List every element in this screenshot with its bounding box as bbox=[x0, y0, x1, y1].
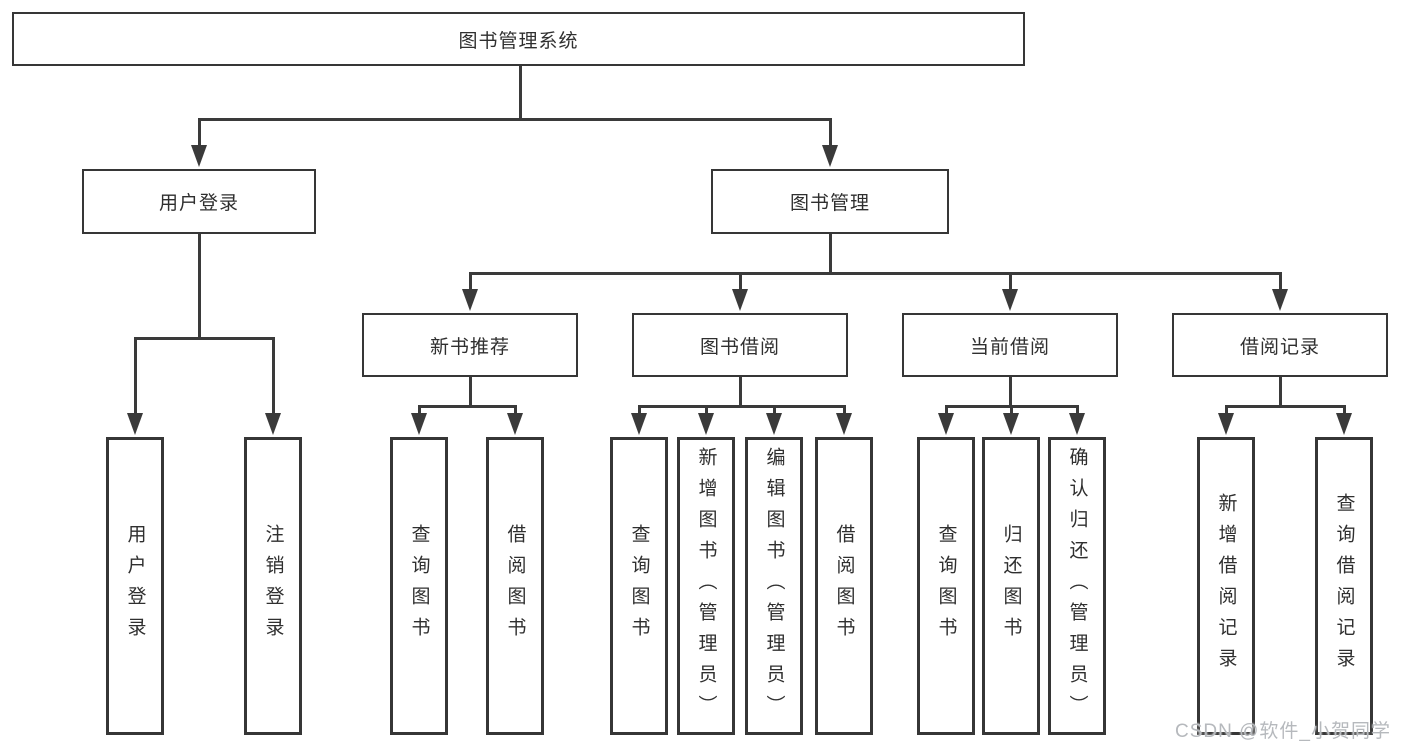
leaf-borrow-query: 查询图书 bbox=[610, 437, 668, 735]
node-user-login: 用户登录 bbox=[82, 169, 316, 234]
arrowhead bbox=[1003, 413, 1019, 435]
node-current-borrow: 当前借阅 bbox=[902, 313, 1118, 377]
connector bbox=[272, 338, 275, 414]
connector bbox=[829, 233, 832, 274]
connector bbox=[198, 119, 201, 147]
arrowhead bbox=[1002, 289, 1018, 311]
connector bbox=[418, 406, 421, 415]
connector bbox=[945, 406, 948, 415]
node-borrow-records: 借阅记录 bbox=[1172, 313, 1388, 377]
arrowhead bbox=[822, 145, 838, 167]
connector bbox=[829, 119, 832, 147]
connector bbox=[514, 406, 517, 415]
leaf-current-return: 归还图书 bbox=[982, 437, 1040, 735]
leaf-label: 注销登录 bbox=[262, 524, 284, 648]
connector bbox=[1279, 273, 1282, 290]
arrowhead bbox=[462, 289, 478, 311]
connector bbox=[1225, 405, 1346, 408]
leaf-borrow-add-admin: 新增图书（管理员） bbox=[677, 437, 735, 735]
connector bbox=[469, 273, 472, 290]
leaf-user-login: 用户登录 bbox=[106, 437, 164, 735]
connector bbox=[198, 233, 201, 339]
connector bbox=[134, 337, 275, 340]
leaf-records-add: 新增借阅记录 bbox=[1197, 437, 1255, 735]
arrowhead bbox=[698, 413, 714, 435]
connector bbox=[1009, 273, 1012, 290]
leaf-label: 新增图书（管理员） bbox=[695, 446, 717, 726]
node-root: 图书管理系统 bbox=[12, 12, 1025, 66]
connector bbox=[705, 406, 708, 415]
connector bbox=[1009, 376, 1012, 407]
leaf-label: 新增借阅记录 bbox=[1215, 493, 1237, 679]
leaf-label: 查询图书 bbox=[628, 524, 650, 648]
node-new-book-recommend: 新书推荐 bbox=[362, 313, 578, 377]
leaf-label: 归还图书 bbox=[1000, 524, 1022, 648]
arrowhead bbox=[1069, 413, 1085, 435]
connector bbox=[638, 406, 641, 415]
arrowhead bbox=[631, 413, 647, 435]
leaf-label: 借阅图书 bbox=[504, 524, 526, 648]
leaf-current-confirm-admin: 确认归还（管理员） bbox=[1048, 437, 1106, 735]
leaf-newbook-query: 查询图书 bbox=[390, 437, 448, 735]
arrowhead bbox=[507, 413, 523, 435]
leaf-borrow-borrow: 借阅图书 bbox=[815, 437, 873, 735]
connector bbox=[739, 376, 742, 407]
arrowhead bbox=[836, 413, 852, 435]
leaf-label: 确认归还（管理员） bbox=[1066, 446, 1088, 726]
connector bbox=[469, 376, 472, 407]
watermark: CSDN @软件_小贺同学 bbox=[1175, 721, 1391, 742]
connector bbox=[198, 118, 832, 121]
connector bbox=[1076, 406, 1079, 415]
arrowhead bbox=[1336, 413, 1352, 435]
leaf-label: 编辑图书（管理员） bbox=[763, 446, 785, 726]
arrowhead bbox=[766, 413, 782, 435]
leaf-label: 用户登录 bbox=[124, 524, 146, 648]
node-book-management: 图书管理 bbox=[711, 169, 949, 234]
connector bbox=[843, 406, 846, 415]
leaf-borrow-edit-admin: 编辑图书（管理员） bbox=[745, 437, 803, 735]
leaf-records-query: 查询借阅记录 bbox=[1315, 437, 1373, 735]
connector bbox=[638, 405, 846, 408]
arrowhead bbox=[411, 413, 427, 435]
connector bbox=[1010, 406, 1013, 415]
arrowhead bbox=[1272, 289, 1288, 311]
node-book-borrow: 图书借阅 bbox=[632, 313, 848, 377]
connector bbox=[1225, 406, 1228, 415]
arrowhead bbox=[732, 289, 748, 311]
leaf-newbook-borrow: 借阅图书 bbox=[486, 437, 544, 735]
arrowhead bbox=[127, 413, 143, 435]
leaf-label: 查询图书 bbox=[408, 524, 430, 648]
connector bbox=[134, 338, 137, 414]
arrowhead bbox=[938, 413, 954, 435]
arrowhead bbox=[265, 413, 281, 435]
connector bbox=[773, 406, 776, 415]
leaf-label: 借阅图书 bbox=[833, 524, 855, 648]
arrowhead bbox=[1218, 413, 1234, 435]
arrowhead bbox=[191, 145, 207, 167]
connector bbox=[1343, 406, 1346, 415]
connector bbox=[1279, 376, 1282, 407]
connector bbox=[739, 273, 742, 290]
connector bbox=[519, 66, 522, 119]
leaf-logout: 注销登录 bbox=[244, 437, 302, 735]
connector bbox=[418, 405, 517, 408]
leaf-current-query: 查询图书 bbox=[917, 437, 975, 735]
leaf-label: 查询图书 bbox=[935, 524, 957, 648]
connector bbox=[469, 272, 1282, 275]
leaf-label: 查询借阅记录 bbox=[1333, 493, 1355, 679]
